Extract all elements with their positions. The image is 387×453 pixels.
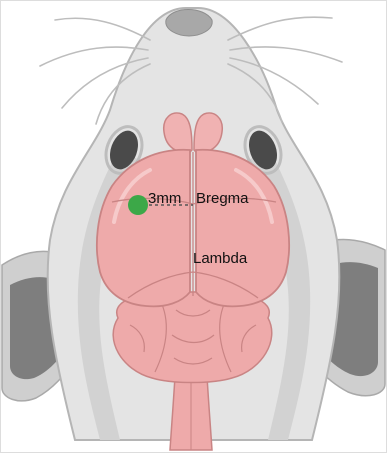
bregma-label: Bregma xyxy=(196,190,249,207)
nose xyxy=(166,10,212,37)
distance-label: 3mm xyxy=(148,190,181,207)
injection-site-marker xyxy=(128,195,148,215)
lambda-label: Lambda xyxy=(193,250,248,267)
